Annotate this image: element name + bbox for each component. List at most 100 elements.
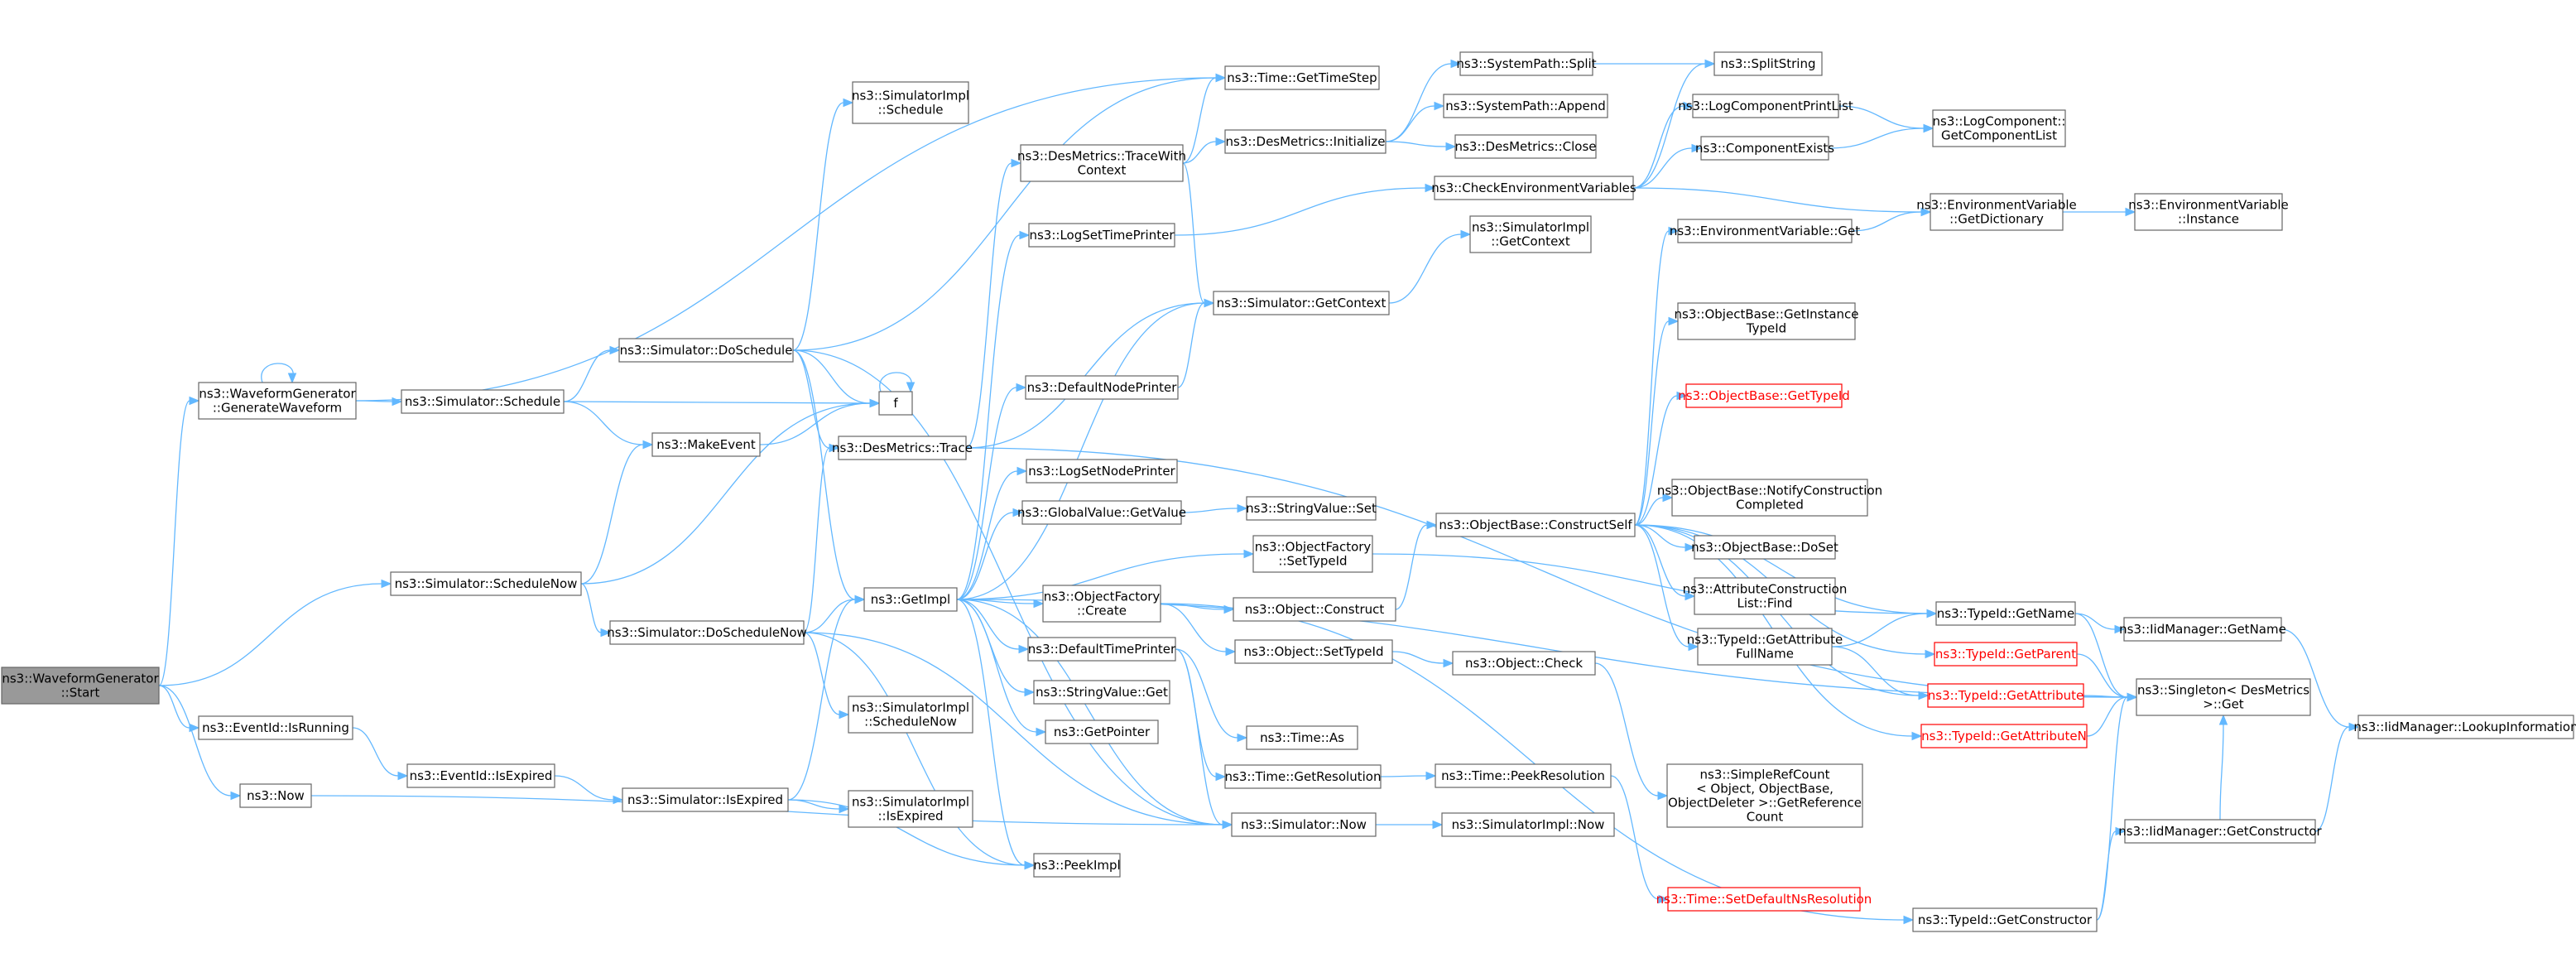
node-ns3-iidmanager-getconstructor[interactable]: ns3::IidManager::GetConstructor <box>2118 819 2323 844</box>
edge-line <box>956 599 1037 733</box>
edge-line <box>1594 662 1659 797</box>
node-ns3-stringvalue-get[interactable]: ns3::StringValue::Get <box>1033 680 1170 705</box>
node-ns3-checkenvironmentvariables[interactable]: ns3::CheckEnvironmentVariables <box>1431 176 1636 200</box>
node-ns3-now[interactable]: ns3::Now <box>239 783 312 808</box>
node-ns3-environmentvariable-getdictionary[interactable]: ns3::EnvironmentVariable::GetDictionary <box>1916 193 2077 231</box>
node-ns3-environmentvariable-get[interactable]: ns3::EnvironmentVariable::Get <box>1670 219 1860 243</box>
node-ns3-typeid-getattributen[interactable]: ns3::TypeId::GetAttributeN <box>1920 724 2088 748</box>
edge-getimpl-to-peekimpl <box>956 599 1036 870</box>
node-ns3-typeid-getconstructor[interactable]: ns3::TypeId::GetConstructor <box>1912 907 2098 932</box>
node-ns3-simulator-schedule[interactable]: ns3::Simulator::Schedule <box>401 389 565 414</box>
node-ns3-makeevent[interactable]: ns3::MakeEvent <box>651 432 761 457</box>
node-ns3-simulator-schedulenow[interactable]: ns3::Simulator::ScheduleNow <box>390 571 582 596</box>
node-label: ns3::ObjectFactory <box>1044 590 1161 604</box>
node-ns3-object-settypeid[interactable]: ns3::Object::SetTypeId <box>1234 639 1393 664</box>
node-f[interactable]: f <box>878 391 913 416</box>
edge-line <box>1180 508 1238 513</box>
node-ns3-objectbase-notifyconstruction-completed[interactable]: ns3::ObjectBase::NotifyConstructionCompl… <box>1657 479 1882 517</box>
node-ns3-waveformgenerator-generatewaveform[interactable]: ns3::WaveformGenerator::GenerateWaveform <box>198 382 357 420</box>
node-ns3-objectfactory-settypeid[interactable]: ns3::ObjectFactory::SetTypeId <box>1252 535 1373 573</box>
node-ns3-simulatorimpl-schedulenow[interactable]: ns3::SimulatorImpl::ScheduleNow <box>848 695 973 734</box>
edge-arrowhead-icon <box>642 440 654 450</box>
node-ns3-iidmanager-lookupinformation[interactable]: ns3::IidManager::LookupInformation <box>2353 715 2576 739</box>
edge-line <box>1831 646 1920 696</box>
node-ns3-defaultnodeprinter[interactable]: ns3::DefaultNodePrinter <box>1025 375 1179 400</box>
node-label: ::Create <box>1077 604 1127 618</box>
node-ns3-desmetrics-initialize[interactable]: ns3::DesMetrics::Initialize <box>1224 129 1387 154</box>
edge-line <box>1634 320 1670 526</box>
node-ns3-getpointer[interactable]: ns3::GetPointer <box>1045 720 1159 744</box>
node-ns3-object-check[interactable]: ns3::Object::Check <box>1452 651 1596 676</box>
node-ns3-logcomponent-getcomponentlist[interactable]: ns3::LogComponent::GetComponentList <box>1932 109 2066 147</box>
node-ns3-objectbase-doset[interactable]: ns3::ObjectBase::DoSet <box>1691 535 1838 560</box>
node-ns3-iidmanager-getname[interactable]: ns3::IidManager::GetName <box>2119 617 2286 642</box>
node-ns3-simplerefcount-object-objectbase-objectdeleter-getreference-count[interactable]: ns3::SimpleRefCount< Object, ObjectBase,… <box>1666 763 1863 828</box>
node-ns3-simulator-doschedulenow[interactable]: ns3::Simulator::DoScheduleNow <box>607 620 807 645</box>
edge-line <box>1385 105 1435 142</box>
edge-evgetdict-to-evinstance <box>2063 207 2136 217</box>
node-ns3-systempath-split[interactable]: ns3::SystemPath::Split <box>1456 51 1597 76</box>
node-ns3-objectfactory-create[interactable]: ns3::ObjectFactory::Create <box>1042 585 1161 623</box>
node-ns3-logsettimeprinter[interactable]: ns3::LogSetTimePrinter <box>1028 223 1175 248</box>
edge-f-to-f <box>879 372 916 393</box>
node-ns3-simulatorimpl-schedule[interactable]: ns3::SimulatorImpl::Schedule <box>852 81 969 124</box>
node-ns3-time-as[interactable]: ns3::Time::As <box>1246 725 1358 750</box>
node-ns3-simulatorimpl-isexpired[interactable]: ns3::SimulatorImpl::IsExpired <box>848 790 973 828</box>
edge-arrowhead-icon <box>1215 137 1227 147</box>
edge-arrowhead-icon <box>906 382 916 393</box>
node-ns3-componentexists[interactable]: ns3::ComponentExists <box>1695 136 1834 161</box>
node-ns3-typeid-getname[interactable]: ns3::TypeId::GetName <box>1935 601 2076 626</box>
node-box <box>401 389 565 414</box>
edge-doschedulenow-to-dostrace <box>803 443 840 633</box>
edge-line <box>792 77 1217 351</box>
node-ns3-simulatorimpl-now[interactable]: ns3::SimulatorImpl::Now <box>1441 812 1615 837</box>
node-label: ns3::WaveformGenerator <box>199 387 356 402</box>
edge-checkenv-to-splitstring <box>1632 59 1716 189</box>
node-label: ns3::Time::As <box>1260 730 1344 745</box>
node-label: ::IsExpired <box>878 809 944 824</box>
node-ns3-time-getresolution[interactable]: ns3::Time::GetResolution <box>1224 764 1382 789</box>
node-ns3-logcomponentprintlist[interactable]: ns3::LogComponentPrintList <box>1678 94 1853 118</box>
node-ns3-desmetrics-trace[interactable]: ns3::DesMetrics::Trace <box>832 436 973 460</box>
node-box <box>1224 764 1382 789</box>
node-ns3-environmentvariable-instance[interactable]: ns3::EnvironmentVariable::Instance <box>2128 193 2289 231</box>
node-ns3-time-gettimestep[interactable]: ns3::Time::GetTimeStep <box>1224 65 1380 90</box>
node-ns3-eventid-isrunning[interactable]: ns3::EventId::IsRunning <box>198 715 353 740</box>
node-label: ns3::TypeId::GetAttribute <box>1687 633 1843 647</box>
node-ns3-typeid-getattribute[interactable]: ns3::TypeId::GetAttribute <box>1927 683 2084 708</box>
node-ns3-time-setdefaultnsresolution[interactable]: ns3::Time::SetDefaultNsResolution <box>1656 887 1872 912</box>
node-ns3-simulator-isexpired[interactable]: ns3::Simulator::IsExpired <box>622 787 789 812</box>
node-label: ns3::GetPointer <box>1054 724 1151 739</box>
node-ns3-systempath-append[interactable]: ns3::SystemPath::Append <box>1443 94 1608 118</box>
node-ns3-singleton-desmetrics-get[interactable]: ns3::Singleton< DesMetrics >::Get <box>2136 678 2311 716</box>
node-ns3-simulator-getcontext[interactable]: ns3::Simulator::GetContext <box>1213 291 1390 315</box>
node-ns3-stringvalue-set[interactable]: ns3::StringValue::Set <box>1246 496 1377 521</box>
edge-line <box>1632 63 1706 189</box>
node-ns3-eventid-isexpired[interactable]: ns3::EventId::IsExpired <box>406 763 555 788</box>
node-label: ns3::TypeId::GetParent <box>1935 647 2076 662</box>
node-ns3-simulator-doschedule[interactable]: ns3::Simulator::DoSchedule <box>618 338 794 363</box>
edge-line <box>1632 105 1684 189</box>
edge-line <box>1385 141 1447 147</box>
node-ns3-typeid-getparent[interactable]: ns3::TypeId::GetParent <box>1934 642 2078 667</box>
node-ns3-getimpl[interactable]: ns3::GetImpl <box>863 587 958 612</box>
node-ns3-desmetrics-close[interactable]: ns3::DesMetrics::Close <box>1454 134 1597 159</box>
node-ns3-objectbase-constructself[interactable]: ns3::ObjectBase::ConstructSelf <box>1435 513 1636 537</box>
node-label: ns3::StringValue::Get <box>1036 685 1168 700</box>
node-ns3-peekimpl[interactable]: ns3::PeekImpl <box>1033 853 1121 878</box>
node-ns3-waveformgenerator-start[interactable]: ns3::WaveformGenerator::Start <box>1 667 160 705</box>
node-ns3-simulator-now[interactable]: ns3::Simulator::Now <box>1231 812 1377 837</box>
node-ns3-globalvalue-getvalue[interactable]: ns3::GlobalValue::GetValue <box>1017 500 1186 525</box>
edge-arrowhead-icon <box>854 594 866 604</box>
node-ns3-time-peekresolution[interactable]: ns3::Time::PeekResolution <box>1435 763 1612 788</box>
node-ns3-simulatorimpl-getcontext[interactable]: ns3::SimulatorImpl::GetContext <box>1469 215 1592 253</box>
node-ns3-defaulttimeprinter[interactable]: ns3::DefaultTimePrinter <box>1027 637 1176 662</box>
node-ns3-objectbase-gettypeid[interactable]: ns3::ObjectBase::GetTypeId <box>1678 383 1850 408</box>
node-ns3-logsetnodeprinter[interactable]: ns3::LogSetNodePrinter <box>1026 459 1178 484</box>
node-ns3-splitstring[interactable]: ns3::SplitString <box>1713 51 1823 76</box>
node-ns3-object-construct[interactable]: ns3::Object::Construct <box>1233 597 1396 622</box>
